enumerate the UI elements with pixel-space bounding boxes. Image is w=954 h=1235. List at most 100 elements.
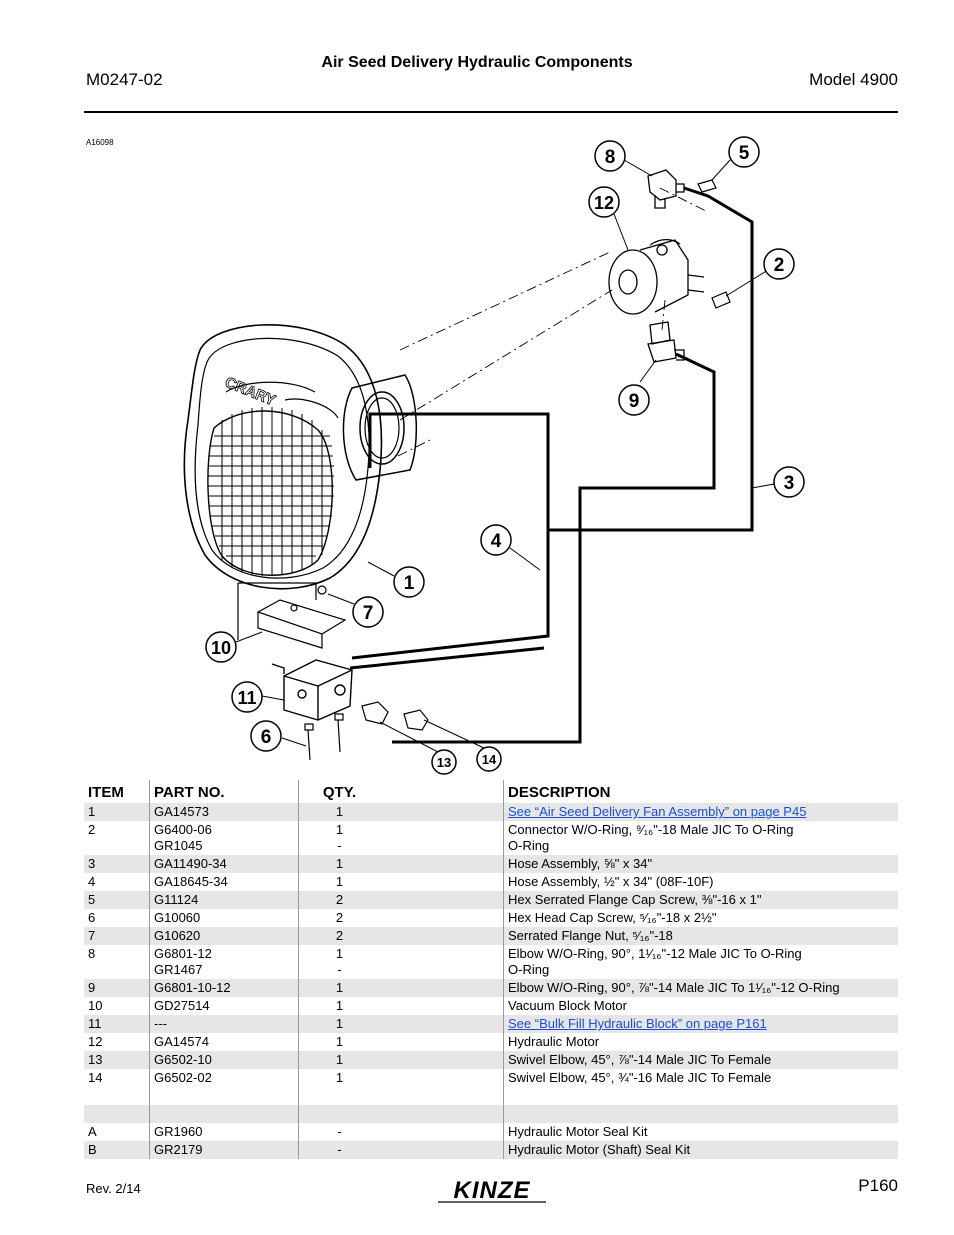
desc-cell: See “Bulk Fill Hydraulic Block” on page … — [503, 1015, 898, 1033]
part-cell: G10620 — [149, 927, 299, 945]
qty-cell: 1 — [298, 1051, 504, 1069]
svg-text:KINZE: KINZE — [454, 1177, 531, 1204]
fan-assembly-link[interactable]: See “Air Seed Delivery Fan Assembly” on … — [508, 804, 807, 819]
part-cell: G6502-02 — [149, 1069, 299, 1087]
swivel-elbow-13 — [361, 701, 389, 725]
item-cell: 11 — [84, 1015, 150, 1033]
item-cell: 8 — [88, 946, 96, 961]
table-spacer-row — [84, 1087, 898, 1105]
callout-5: 5 — [728, 136, 760, 168]
callout-9: 9 — [618, 384, 650, 416]
table-row: 14 G6502-02 1 Swivel Elbow, 45°, ¾"-16 M… — [84, 1069, 898, 1087]
qty-cell: 2 — [298, 891, 504, 909]
part-cell: GD27514 — [149, 997, 299, 1015]
hose-block-lines — [349, 414, 550, 670]
document-number: M0247-02 — [86, 70, 163, 89]
hydraulic-block — [271, 659, 353, 721]
desc-cell: Vacuum Block Motor — [503, 997, 898, 1015]
qty-cell: - — [298, 1141, 504, 1159]
qty-cell: 1- — [298, 945, 504, 979]
centerlines — [397, 187, 709, 457]
qty-cell: 1 — [298, 1033, 504, 1051]
qty-cell: 1 — [298, 1069, 504, 1087]
callout-4: 4 — [480, 524, 512, 556]
item-cell: B — [84, 1141, 150, 1159]
kinze-logo: KINZE — [438, 1177, 546, 1204]
svg-text:11: 11 — [237, 688, 256, 708]
part-cell: GA11490-34 — [149, 855, 299, 873]
qty-cell: - — [298, 1123, 504, 1141]
desc-cell: Elbow W/O-Ring, 90°, 1¹⁄₁₆"-12 Male JIC … — [503, 945, 898, 979]
revision-date: Rev. 2/14 — [86, 1181, 141, 1196]
hose-3 — [368, 186, 754, 532]
desc-cell: Hydraulic Motor — [503, 1033, 898, 1051]
table-spacer-row — [84, 1105, 898, 1123]
desc-cell: See “Air Seed Delivery Fan Assembly” on … — [503, 803, 898, 821]
part-cell: GA14573 — [149, 803, 299, 821]
svg-text:13: 13 — [437, 755, 451, 770]
table-row: 13 G6502-10 1 Swivel Elbow, 45°, ⅞"-14 M… — [84, 1051, 898, 1069]
fan-housing — [183, 324, 383, 590]
callout-6: 6 — [250, 720, 282, 752]
qty-cell: 1 — [298, 979, 504, 997]
hydraulic-block-link[interactable]: See “Bulk Fill Hydraulic Block” on page … — [508, 1016, 767, 1031]
swivel-elbow-14 — [403, 709, 429, 731]
qty-cell: 1 — [298, 1015, 504, 1033]
table-header-row: ITEM PART NO. QTY. DESCRIPTION — [84, 780, 898, 803]
desc-cell: Hose Assembly, ½" x 34" (08F-10F) — [503, 873, 898, 891]
part-cell: G6502-10 — [149, 1051, 299, 1069]
table-row: B GR2179 - Hydraulic Motor (Shaft) Seal … — [84, 1141, 898, 1159]
callout-1: 1 — [393, 566, 425, 598]
item-cell: 12 — [88, 1034, 103, 1049]
item-cell: 4 — [88, 874, 96, 889]
elbow-fitting-8 — [647, 169, 685, 209]
item-cell: 3 — [84, 855, 150, 873]
table-row: 3 GA11490-34 1 Hose Assembly, ⅝" x 34" — [84, 855, 898, 873]
part-cell: GR2179 — [149, 1141, 299, 1159]
callout-12: 12 — [588, 186, 620, 218]
table-row: 5 G11124 2 Hex Serrated Flange Cap Screw… — [84, 891, 898, 909]
qty-cell: 1- — [298, 821, 504, 855]
svg-text:7: 7 — [363, 603, 374, 624]
part-cell: G11124 — [149, 891, 299, 909]
svg-text:2: 2 — [774, 255, 785, 276]
desc-cell: Connector W/O-Ring, ⁹⁄₁₆"-18 Male JIC To… — [503, 821, 898, 855]
hose-4 — [392, 352, 716, 744]
svg-text:3: 3 — [784, 473, 795, 494]
table-row: 11 --- 1 See “Bulk Fill Hydraulic Block”… — [84, 1015, 898, 1033]
fan-grille — [207, 407, 334, 576]
part-cell: GR1960 — [149, 1123, 299, 1141]
svg-text:12: 12 — [594, 193, 614, 213]
svg-text:5: 5 — [739, 143, 750, 164]
qty-cell: 2 — [298, 909, 504, 927]
callout-7: 7 — [352, 596, 384, 628]
desc-cell: Hex Serrated Flange Cap Screw, ⅜"-16 x 1… — [503, 891, 898, 909]
part-cell: GA14574 — [149, 1033, 299, 1051]
qty-cell: 1 — [298, 803, 504, 821]
cap-screws-6 — [304, 713, 344, 761]
item-cell: 1 — [84, 803, 150, 821]
header-rule — [84, 111, 898, 113]
qty-cell: 1 — [298, 997, 504, 1015]
svg-text:6: 6 — [261, 727, 272, 748]
desc-cell: Hydraulic Motor Seal Kit — [503, 1123, 898, 1141]
page-title: Air Seed Delivery Hydraulic Components — [321, 54, 633, 71]
figure-id: A16098 — [86, 138, 114, 147]
callouts: 1 2 3 4 5 6 7 8 9 10 11 12 13 14 — [205, 136, 805, 775]
desc-cell: Elbow W/O-Ring, 90°, ⅞"-14 Male JIC To 1… — [503, 979, 898, 997]
exploded-diagram: 1 2 3 4 5 6 7 8 9 10 11 12 13 14 CRARY — [183, 136, 805, 775]
table-row: 4 GA18645-34 1 Hose Assembly, ½" x 34" (… — [84, 873, 898, 891]
item-cell: 6 — [88, 910, 96, 925]
callout-8: 8 — [594, 140, 626, 172]
table-row: 9 G6801-10-12 1 Elbow W/O-Ring, 90°, ⅞"-… — [84, 979, 898, 997]
part-cell: GA18645-34 — [149, 873, 299, 891]
item-cell: 9 — [84, 979, 150, 997]
callout-2: 2 — [763, 248, 795, 280]
callout-14: 14 — [476, 746, 502, 772]
item-cell: A — [88, 1124, 97, 1139]
mounting-bracket — [237, 582, 347, 649]
